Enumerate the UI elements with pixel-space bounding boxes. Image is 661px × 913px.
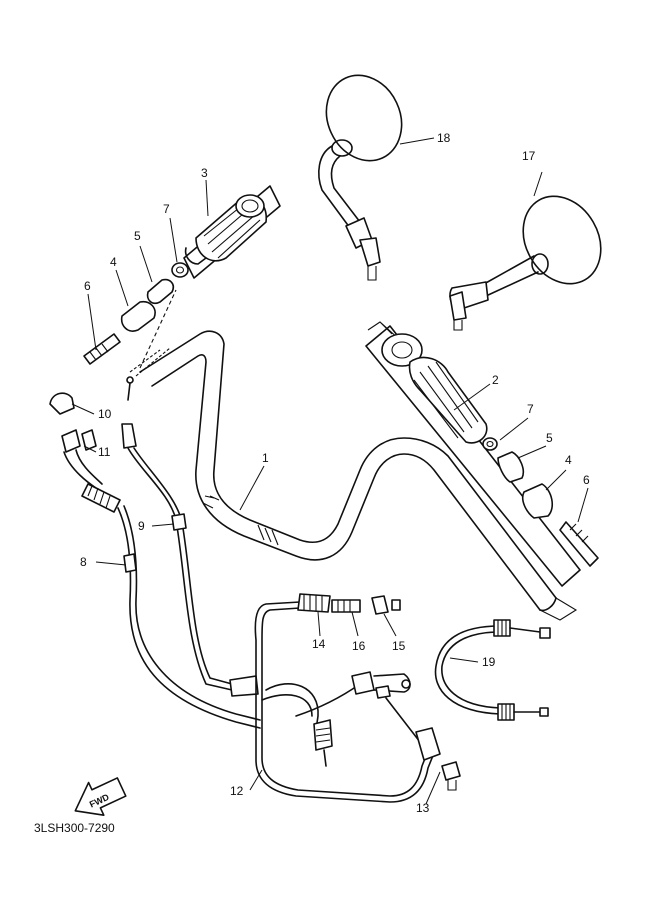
callout-10: 10 bbox=[98, 407, 112, 421]
callout-1: 1 bbox=[262, 451, 269, 465]
callout-5-right: 5 bbox=[546, 431, 553, 445]
throttle-cable-12 bbox=[254, 593, 461, 803]
callout-7-right: 7 bbox=[527, 402, 534, 416]
callout-numbers: 1 2 3 7 5 4 6 7 5 4 6 8 9 10 11 12 13 14… bbox=[80, 131, 590, 815]
callout-5-left: 5 bbox=[134, 229, 141, 243]
callout-19: 19 bbox=[482, 655, 496, 669]
callout-6-left: 6 bbox=[84, 279, 91, 293]
mirror-left bbox=[318, 74, 403, 281]
cable-8 bbox=[49, 392, 261, 729]
callout-15: 15 bbox=[392, 639, 406, 653]
cable-9 bbox=[121, 376, 259, 697]
callout-7-left: 7 bbox=[163, 202, 170, 216]
callout-4-right: 4 bbox=[565, 453, 572, 467]
left-end-parts bbox=[83, 262, 189, 365]
left-grip bbox=[139, 185, 281, 369]
right-grip bbox=[365, 325, 581, 587]
callout-14: 14 bbox=[312, 637, 326, 651]
callout-4-left: 4 bbox=[110, 255, 117, 269]
callout-9: 9 bbox=[138, 519, 145, 533]
callout-2: 2 bbox=[492, 373, 499, 387]
cable-19 bbox=[434, 619, 551, 721]
mirror-right bbox=[449, 195, 602, 331]
callout-8: 8 bbox=[80, 555, 87, 569]
callout-13: 13 bbox=[416, 801, 430, 815]
callout-12: 12 bbox=[230, 784, 244, 798]
forward-arrow-icon: FWD bbox=[74, 777, 127, 816]
callout-18: 18 bbox=[437, 131, 451, 145]
callout-16: 16 bbox=[352, 639, 366, 653]
diagram-code: 3LSH300-7290 bbox=[34, 821, 115, 835]
callout-6-right: 6 bbox=[583, 473, 590, 487]
leader-lines bbox=[71, 137, 589, 805]
right-end-parts bbox=[482, 437, 599, 567]
callout-3: 3 bbox=[201, 166, 208, 180]
callout-17: 17 bbox=[522, 149, 536, 163]
callout-11: 11 bbox=[98, 445, 111, 459]
